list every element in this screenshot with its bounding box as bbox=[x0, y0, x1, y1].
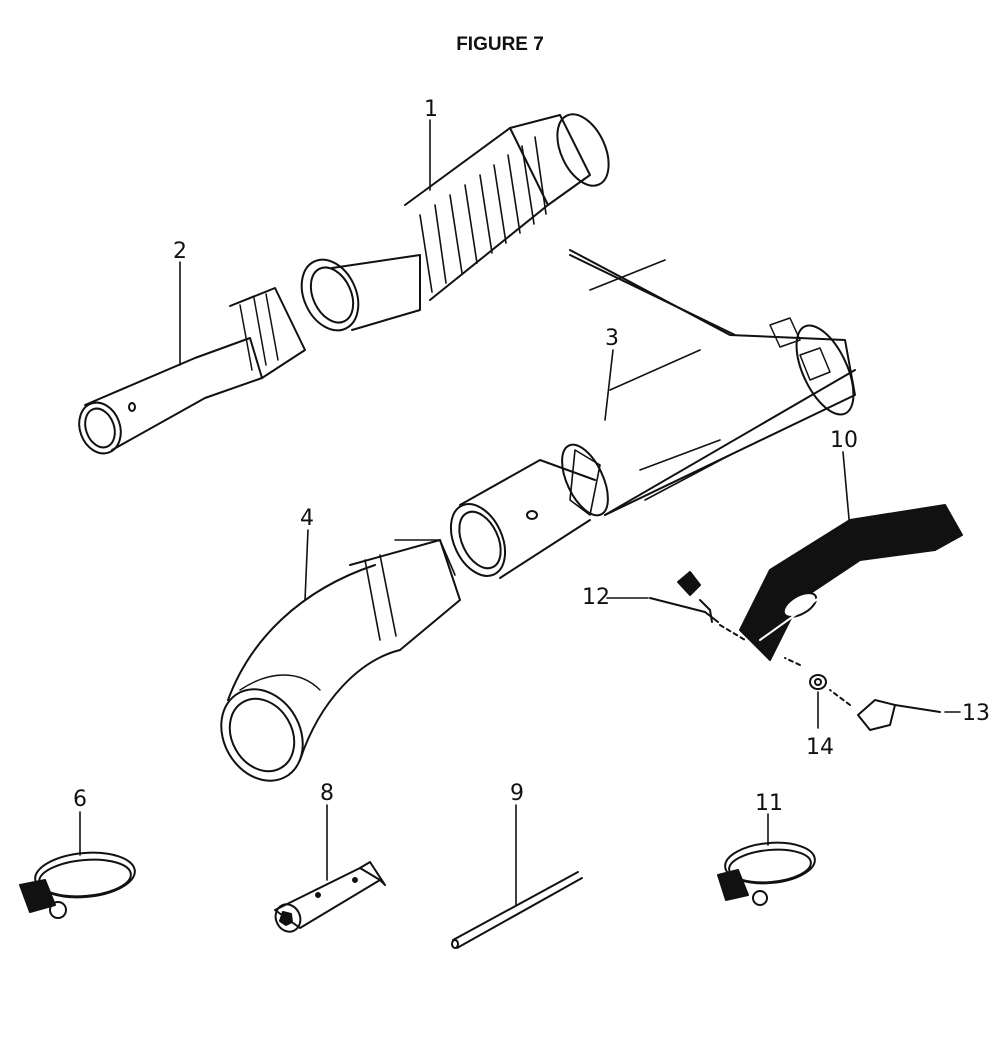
callout-2: 2 bbox=[173, 239, 187, 264]
callout-9: 9 bbox=[510, 781, 524, 806]
part-12-wing-bolt bbox=[649, 571, 746, 641]
part-8-socket-wrench bbox=[274, 861, 386, 933]
callout-12: 12 bbox=[582, 585, 610, 610]
part-6-hose-clamp bbox=[19, 851, 136, 919]
leader-lines bbox=[79, 119, 961, 906]
callout-3: 3 bbox=[605, 326, 619, 351]
part-2-inner-pipe bbox=[78, 287, 306, 455]
callout-11: 11 bbox=[755, 791, 783, 816]
callout-14: 14 bbox=[806, 735, 834, 760]
part-1-bellows-pipe bbox=[300, 113, 610, 332]
callout-6: 6 bbox=[73, 787, 87, 812]
callout-1: 1 bbox=[424, 97, 438, 122]
callout-4: 4 bbox=[300, 506, 314, 531]
part-13-wing-nut bbox=[829, 689, 941, 731]
callout-10: 10 bbox=[830, 428, 858, 453]
callout-8: 8 bbox=[320, 781, 334, 806]
part-3-outer-tube bbox=[561, 249, 856, 517]
part-4-elbow-pipe bbox=[220, 539, 461, 782]
figure-title: FIGURE 7 bbox=[456, 34, 544, 55]
part-14-washer bbox=[784, 657, 827, 690]
coupling-tube bbox=[449, 449, 601, 579]
part-9-pin bbox=[451, 871, 583, 949]
part-10-nozzle bbox=[739, 504, 963, 661]
callout-13: 13 bbox=[962, 701, 990, 726]
part-11-hose-clamp bbox=[717, 841, 816, 906]
callout-labels: 1 2 3 4 6 8 9 10 11 12 13 14 bbox=[73, 97, 990, 816]
